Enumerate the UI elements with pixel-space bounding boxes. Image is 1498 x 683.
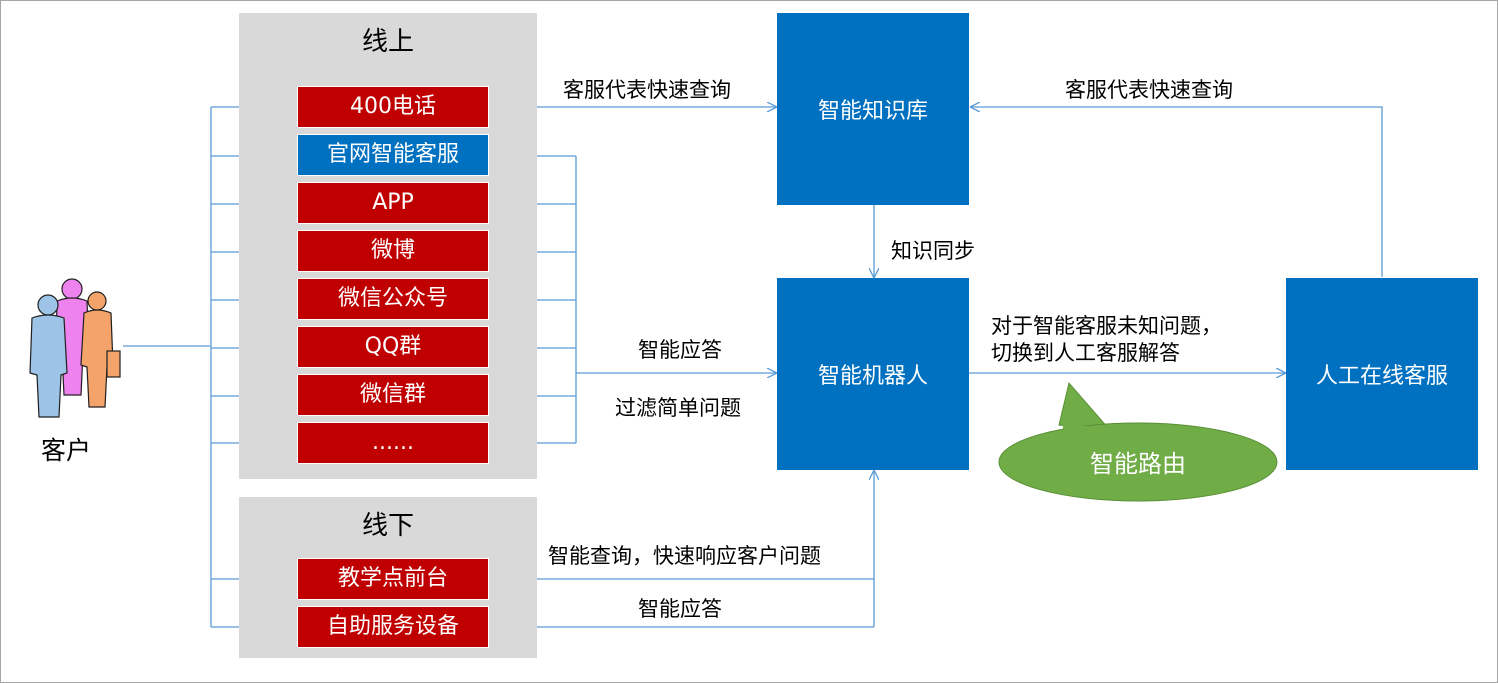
customer-label: 客户 bbox=[41, 436, 92, 465]
channel-more[interactable]: ...... bbox=[297, 422, 489, 464]
offline-group-title: 线下 bbox=[361, 511, 414, 541]
smart-routing-callout bbox=[998, 381, 1278, 502]
knowledge-base-node[interactable]: 智能知识库 bbox=[777, 13, 969, 205]
channel-web-smart-service[interactable]: 官网智能客服 bbox=[297, 134, 489, 176]
edge-label-robot-to-human-line1: 对于智能客服未知问题， bbox=[991, 314, 1222, 338]
edge-label-offline-answer: 智能应答 bbox=[638, 597, 722, 621]
robot-node[interactable]: 智能机器人 bbox=[777, 278, 969, 470]
edge-label-online-filter: 过滤简单问题 bbox=[615, 396, 741, 420]
edge-label-robot-to-human-line2: 切换到人工客服解答 bbox=[991, 341, 1180, 365]
channel-teaching-desk[interactable]: 教学点前台 bbox=[297, 558, 489, 600]
channel-400-phone[interactable]: 400电话 bbox=[297, 86, 489, 128]
channel-wechat-group[interactable]: 微信群 bbox=[297, 374, 489, 416]
edge-label-human-to-kb: 客服代表快速查询 bbox=[1065, 78, 1233, 102]
smart-routing-label: 智能路由 bbox=[1090, 450, 1186, 478]
edge-label-phone-to-kb: 客服代表快速查询 bbox=[563, 78, 731, 102]
online-group-title: 线上 bbox=[361, 27, 414, 57]
human-agent-node[interactable]: 人工在线客服 bbox=[1286, 278, 1478, 470]
channel-app[interactable]: APP bbox=[297, 182, 489, 224]
channel-wechat-official[interactable]: 微信公众号 bbox=[297, 278, 489, 320]
channel-qq-group[interactable]: QQ群 bbox=[297, 326, 489, 368]
person-icon bbox=[80, 291, 121, 408]
channel-weibo[interactable]: 微博 bbox=[297, 230, 489, 272]
customer-group-icon bbox=[29, 278, 121, 418]
edge-label-online-answer: 智能应答 bbox=[638, 338, 722, 362]
person-icon bbox=[29, 294, 68, 418]
channel-self-service[interactable]: 自助服务设备 bbox=[297, 606, 489, 648]
edge-label-offline-query: 智能查询，快速响应客户问题 bbox=[548, 544, 821, 568]
edge-label-kb-sync: 知识同步 bbox=[891, 239, 975, 263]
